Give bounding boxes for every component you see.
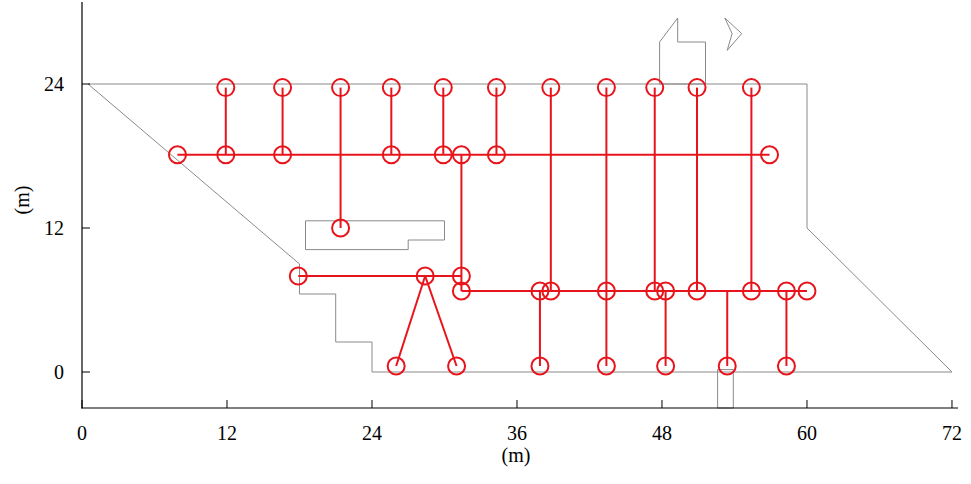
- mesh-outline: [725, 18, 742, 50]
- x-tick: [226, 400, 227, 408]
- cable-line: [340, 88, 342, 228]
- mesh-outline: [660, 18, 706, 84]
- network-layer: [169, 79, 816, 374]
- cable-line: [539, 291, 541, 366]
- cable-line: [425, 276, 456, 366]
- cable-line: [396, 276, 425, 366]
- cable-line: [726, 291, 728, 366]
- sensor-circle: [657, 283, 674, 300]
- x-axis: [82, 407, 959, 408]
- cable-line: [550, 88, 552, 291]
- sensor-circle: [719, 358, 736, 375]
- axis-title: (m): [12, 186, 32, 215]
- x-tick-label: 24: [362, 423, 382, 443]
- sensor-circle: [542, 283, 559, 300]
- axis-title: (m): [502, 445, 531, 465]
- sensor-circle: [488, 79, 505, 96]
- cable-line: [665, 291, 667, 366]
- y-axis: [81, 2, 82, 409]
- sensor-circle: [761, 146, 778, 163]
- y-tick-label: 24: [44, 74, 64, 94]
- sensor-circle: [598, 283, 615, 300]
- mesh-grid: [82, 0, 964, 420]
- sensor-circle: [531, 358, 548, 375]
- sensor-circle: [217, 146, 234, 163]
- sensor-circle: [657, 358, 674, 375]
- sensor-circle: [274, 79, 291, 96]
- x-tick-label: 36: [507, 423, 527, 443]
- sensor-circle: [598, 79, 615, 96]
- cable-line: [696, 88, 698, 291]
- sensor-circle: [743, 79, 760, 96]
- x-tick-label: 60: [797, 423, 817, 443]
- sensor-circle: [743, 283, 760, 300]
- cable-line: [605, 88, 607, 366]
- sensor-circle: [689, 79, 706, 96]
- y-tick-label: 0: [54, 362, 64, 382]
- cable-line: [785, 291, 787, 366]
- sensor-circle: [435, 146, 452, 163]
- x-tick-label: 12: [217, 423, 237, 443]
- sensor-circle: [542, 79, 559, 96]
- x-tick: [516, 400, 517, 408]
- cable-line: [654, 88, 656, 291]
- sensor-circle: [798, 283, 815, 300]
- sensor-circle: [274, 146, 291, 163]
- sensor-circle: [488, 146, 505, 163]
- x-tick-label: 48: [652, 423, 672, 443]
- mesh-hole: [306, 221, 445, 250]
- sensor-circle: [217, 79, 234, 96]
- cable-line: [495, 88, 497, 155]
- cable-line: [461, 290, 807, 292]
- cable-line: [225, 88, 227, 155]
- x-tick-label: 0: [77, 423, 87, 443]
- sensor-circle: [332, 79, 349, 96]
- mesh-layer: [82, 0, 964, 420]
- axis-layer: [82, 2, 959, 409]
- sensor-circle: [448, 358, 465, 375]
- sensor-circle: [417, 268, 434, 285]
- sensor-circle: [778, 358, 795, 375]
- sensor-circle: [169, 146, 186, 163]
- sensor-circle: [388, 358, 405, 375]
- x-tick: [82, 400, 83, 408]
- cable-line: [442, 88, 444, 155]
- sensor-circle: [646, 79, 663, 96]
- sensor-circle: [383, 79, 400, 96]
- sensor-circle: [778, 283, 795, 300]
- cable-line: [177, 154, 769, 156]
- cable-line: [750, 88, 752, 291]
- sensor-circle: [383, 146, 400, 163]
- sensor-circle: [598, 358, 615, 375]
- sensor-circle: [453, 283, 470, 300]
- sensor-circle: [689, 283, 706, 300]
- x-tick-label: 72: [942, 423, 962, 443]
- mesh-outline: [88, 84, 952, 372]
- sensor-circle: [435, 79, 452, 96]
- x-tick: [951, 400, 952, 408]
- cable-line: [390, 88, 392, 155]
- x-tick: [661, 400, 662, 408]
- x-tick: [806, 400, 807, 408]
- x-tick: [371, 400, 372, 408]
- mesh-outline: [718, 370, 734, 408]
- y-tick: [82, 372, 90, 373]
- y-tick: [82, 228, 90, 229]
- y-tick-label: 12: [44, 218, 64, 238]
- cable-line: [460, 155, 462, 291]
- y-tick: [82, 84, 90, 85]
- sensor-circle: [453, 146, 470, 163]
- sensor-circle: [290, 268, 307, 285]
- cable-line: [282, 88, 284, 155]
- sensor-circle: [332, 220, 349, 237]
- cable-line: [298, 275, 461, 277]
